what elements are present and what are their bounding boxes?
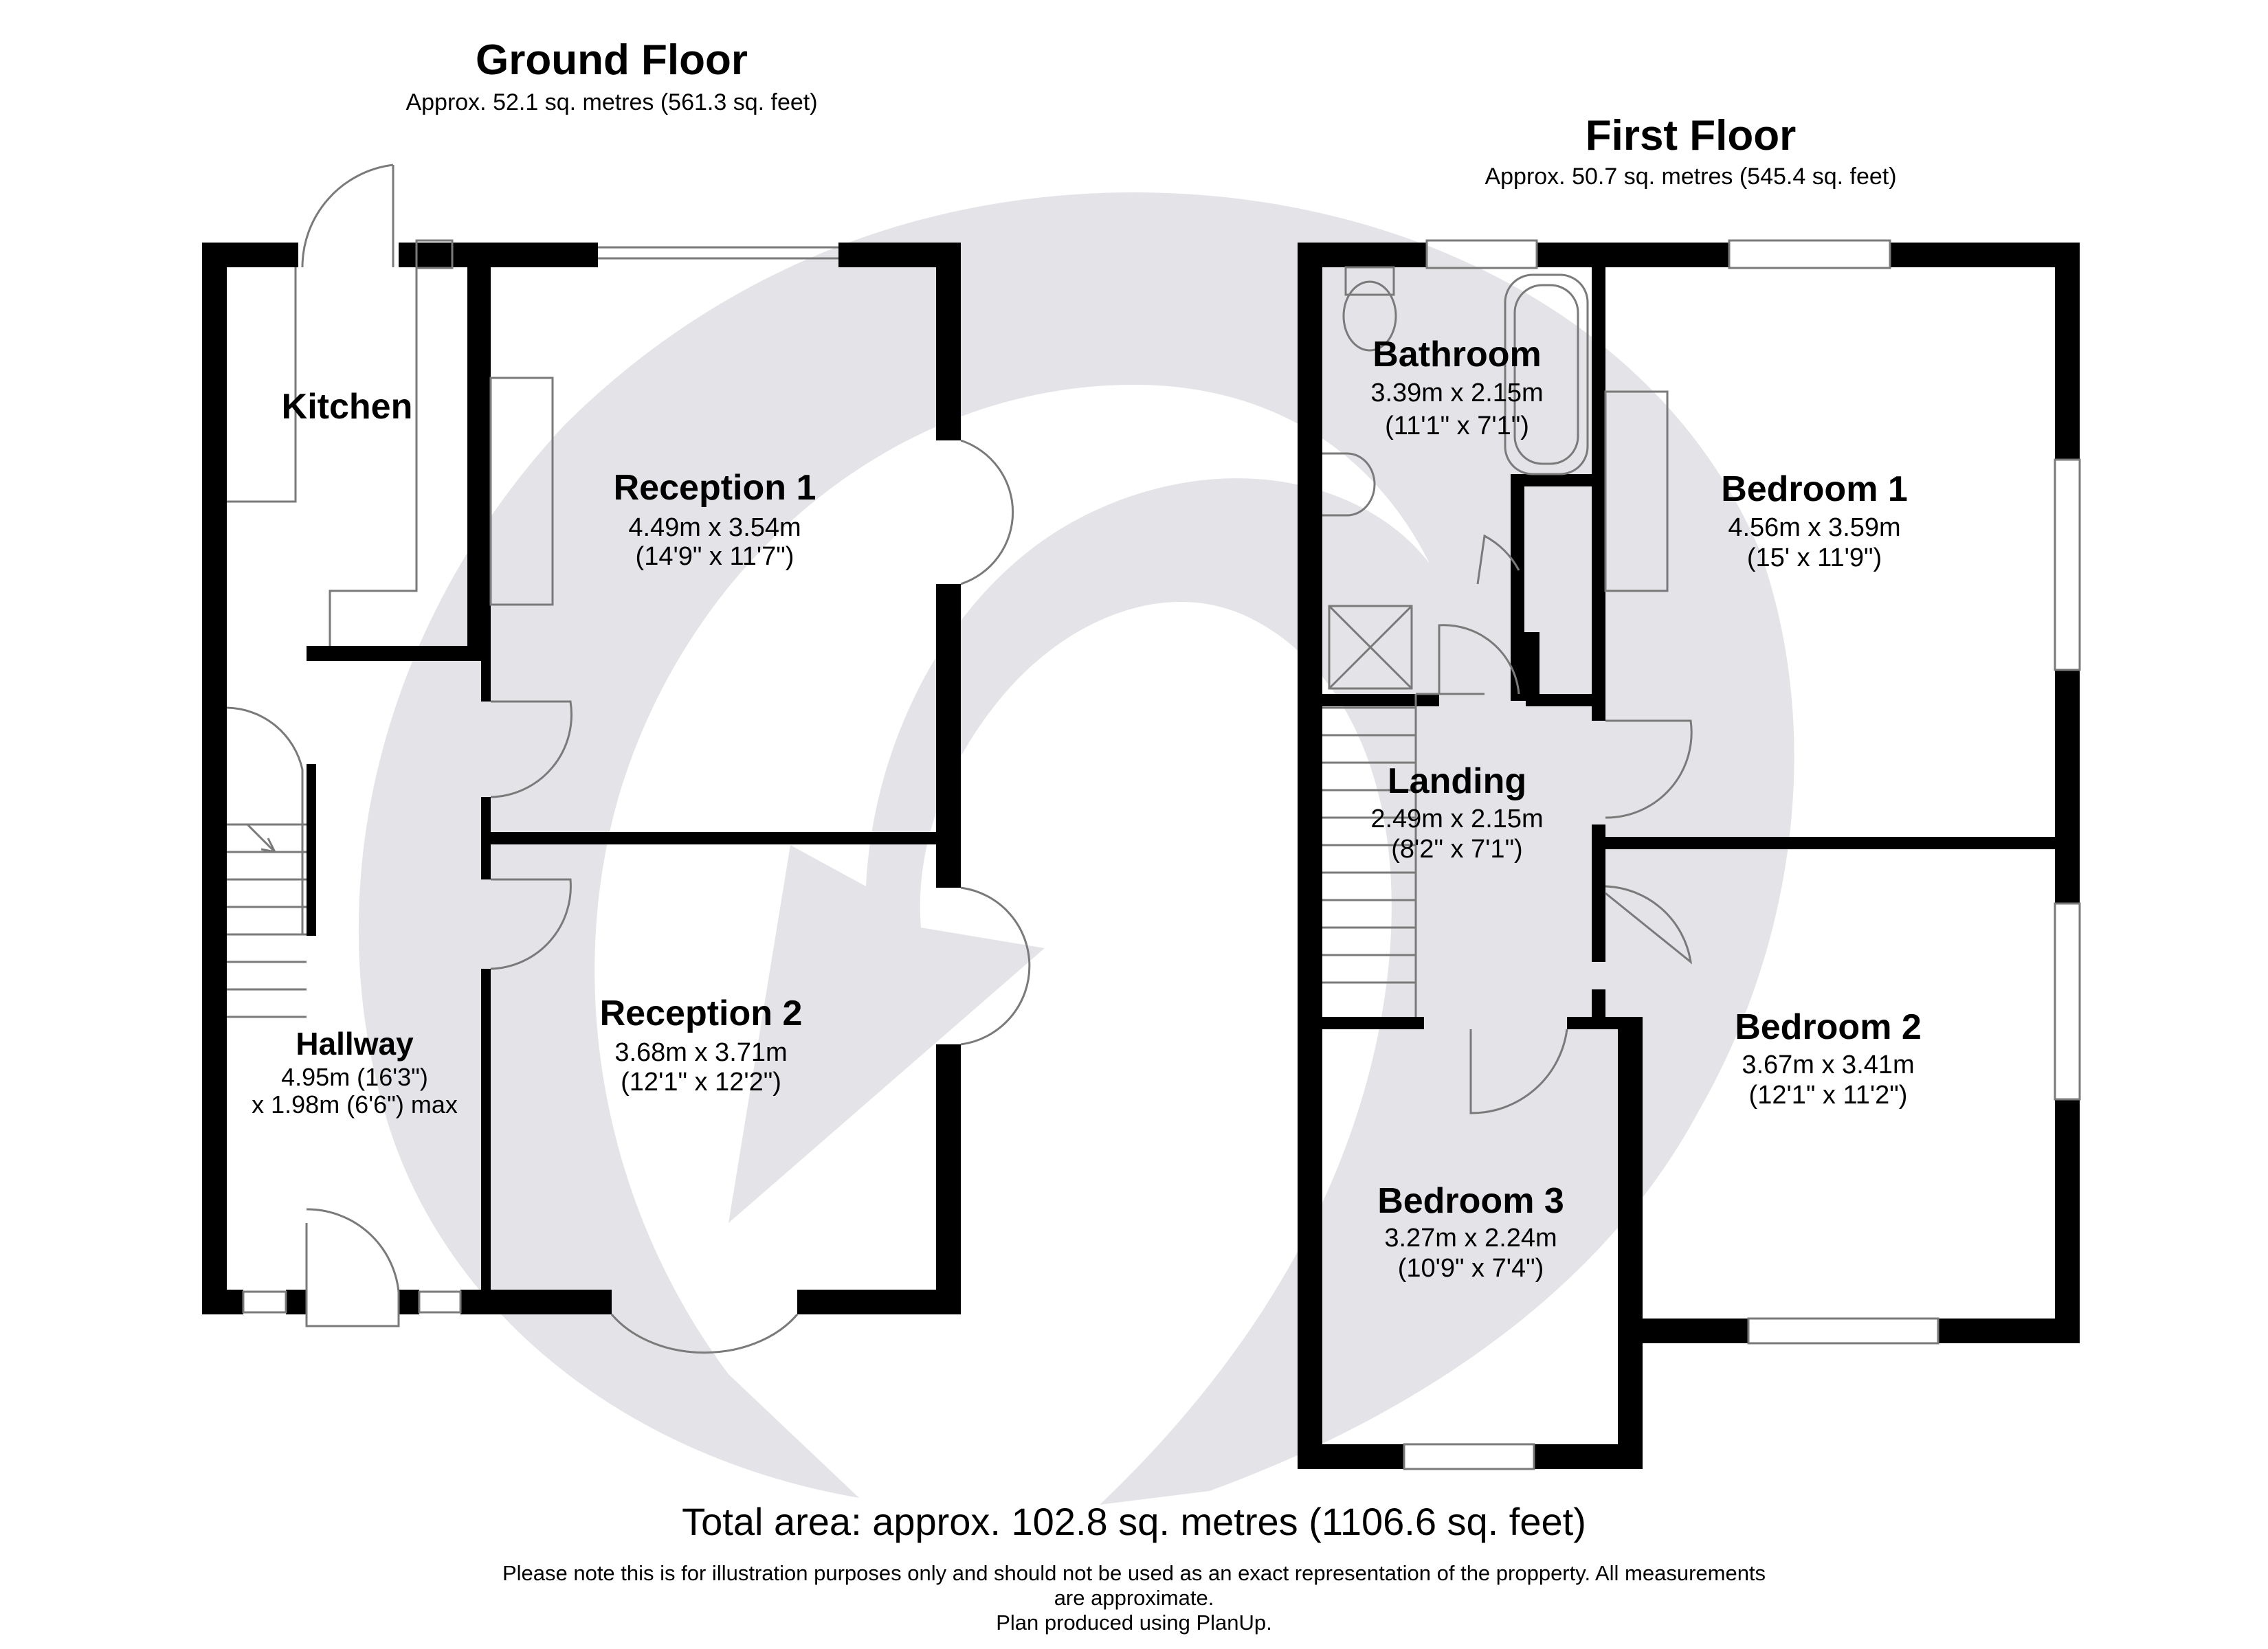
hallway-dim-metric: 4.95m (16'3") <box>281 1063 428 1091</box>
bedroom-1-dim-metric: 4.56m x 3.59m <box>1728 513 1901 542</box>
ground-floor-area: Approx. 52.1 sq. metres (561.3 sq. feet) <box>405 89 818 115</box>
bathroom-name: Bathroom <box>1372 335 1542 374</box>
first-floor-area: Approx. 50.7 sq. metres (545.4 sq. feet) <box>1485 164 1897 190</box>
ground-floor-title: Ground Floor <box>475 36 748 84</box>
landing-dim-metric: 2.49m x 2.15m <box>1370 805 1544 833</box>
hallway-name: Hallway <box>296 1026 414 1062</box>
first-floor-details <box>1322 239 2081 1470</box>
reception-1-dim-imperial: (14'9" x 11'7") <box>635 542 794 571</box>
bedroom-1-name: Bedroom 1 <box>1721 469 1908 509</box>
bathroom-dim-imperial: (11'1" x 7'1") <box>1385 412 1529 440</box>
ground-stairs <box>227 823 307 1018</box>
first-floor-stairs <box>1322 693 1485 1017</box>
first-floor-title: First Floor <box>1585 112 1797 159</box>
disclaimer-line-1: Please note this is for illustration pur… <box>502 1561 1766 1585</box>
bedroom-3-dim-imperial: (10'9" x 7'4") <box>1397 1254 1544 1283</box>
first-floor-walls <box>1298 243 2080 1469</box>
ground-floor-details <box>226 164 1031 1354</box>
total-area: Total area: approx. 102.8 sq. metres (11… <box>682 1500 1586 1543</box>
reception-1-dim-metric: 4.49m x 3.54m <box>628 513 801 542</box>
bedroom-2-dim-imperial: (12'1" x 11'2") <box>1748 1081 1908 1110</box>
hallway-dim-imperial: x 1.98m (6'6") max <box>252 1090 458 1119</box>
bedroom-1-dim-imperial: (15' x 11'9") <box>1746 543 1882 572</box>
ground-floor-walls <box>202 243 961 1314</box>
bedroom-2-name: Bedroom 2 <box>1735 1007 1922 1047</box>
landing-dim-imperial: (8'2" x 7'1") <box>1391 835 1523 864</box>
bedroom-3-name: Bedroom 3 <box>1377 1181 1564 1221</box>
reception-1-name: Reception 1 <box>613 468 816 508</box>
kitchen-label: Kitchen <box>281 387 413 427</box>
reception-2-dim-metric: 3.68m x 3.71m <box>614 1038 788 1067</box>
reception-2-dim-imperial: (12'1" x 12'2") <box>621 1068 781 1097</box>
reception-2-name: Reception 2 <box>599 994 803 1033</box>
bathroom-dim-metric: 3.39m x 2.15m <box>1370 379 1544 407</box>
bedroom-3-dim-metric: 3.27m x 2.24m <box>1384 1224 1557 1253</box>
bedroom-2-dim-metric: 3.67m x 3.41m <box>1742 1051 1915 1079</box>
watermark-logo <box>358 192 1794 1505</box>
disclaimer-line-2: are approximate. <box>1054 1586 1214 1610</box>
credit-line: Plan produced using PlanUp. <box>996 1611 1272 1635</box>
landing-name: Landing <box>1387 761 1527 801</box>
